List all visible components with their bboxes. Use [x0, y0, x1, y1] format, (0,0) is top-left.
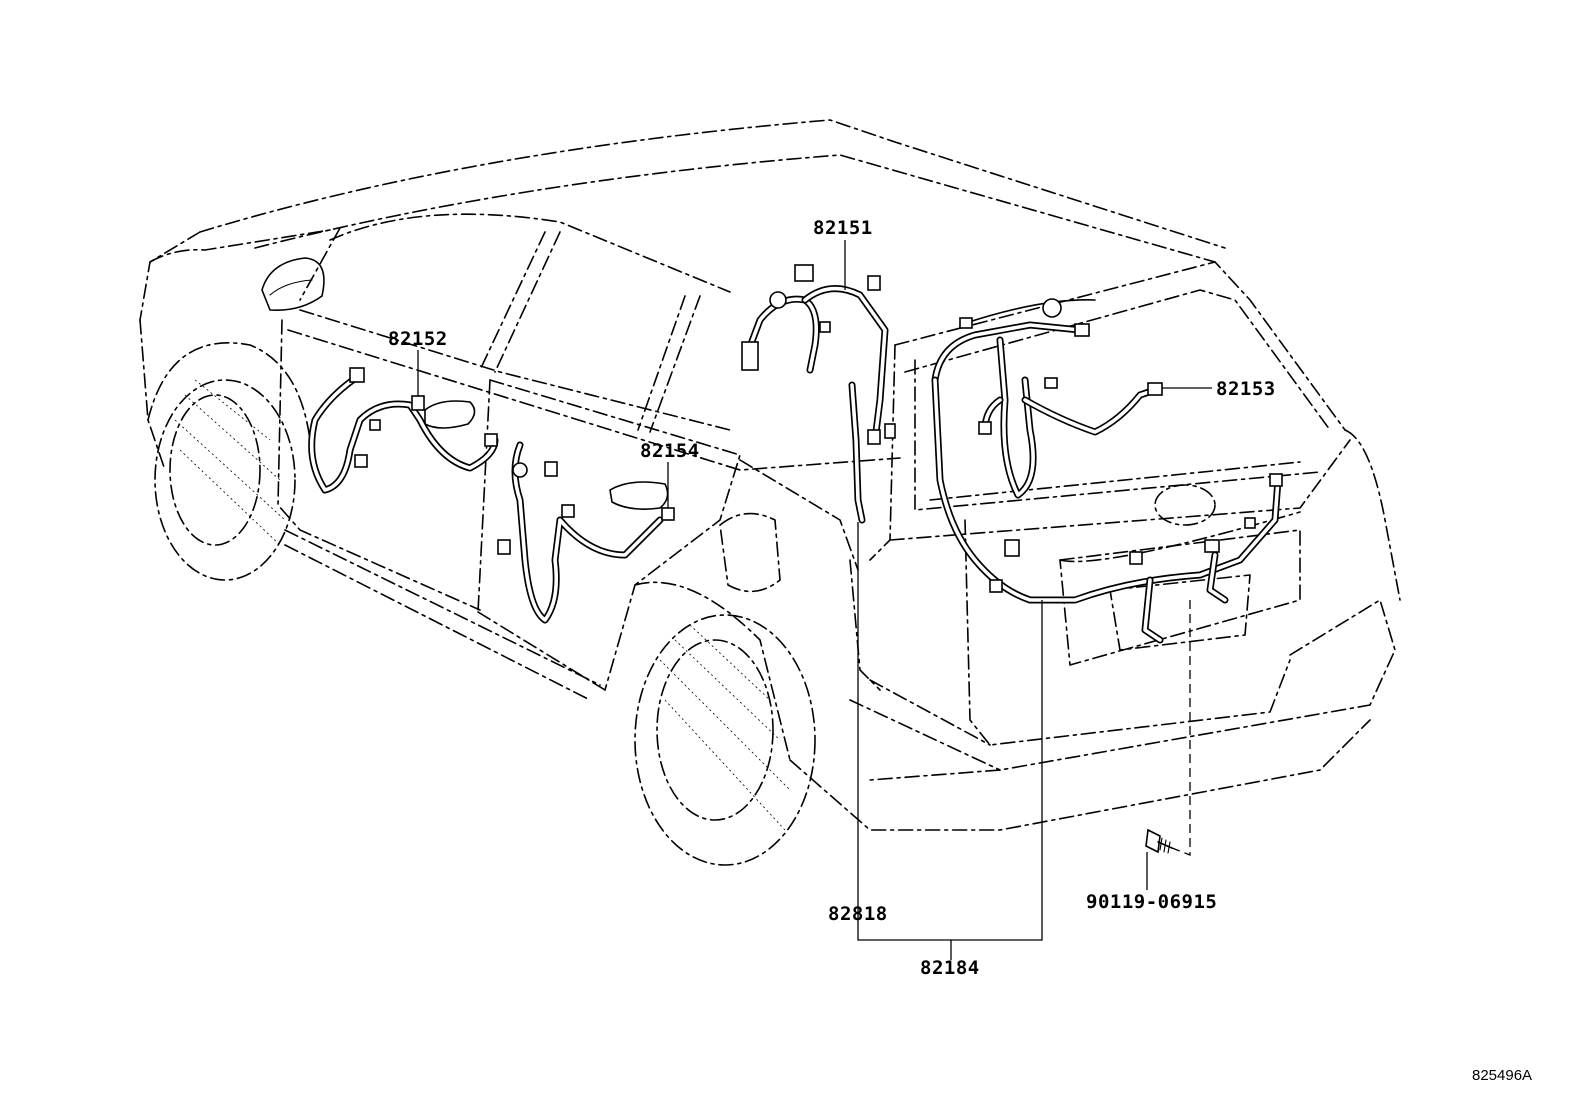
label-82154[interactable]: 82154 — [640, 440, 700, 462]
diagram-reference-code: 825496A — [1472, 1067, 1532, 1084]
harness-82818[interactable] — [848, 381, 866, 524]
label-82152[interactable]: 82152 — [388, 328, 448, 350]
label-82151[interactable]: 82151 — [813, 217, 873, 239]
part-labels: 82151 82152 82153 82154 82818 82184 9011… — [388, 217, 1532, 1084]
harness-82154[interactable] — [497, 441, 675, 624]
harness-82151[interactable] — [741, 264, 896, 445]
vehicle-outline — [139, 119, 1401, 866]
harness-82152[interactable] — [308, 367, 499, 494]
label-82818[interactable]: 82818 — [828, 903, 888, 925]
wheel-shading — [174, 379, 791, 831]
leader-lines — [417, 240, 1212, 960]
bolt-90119-06915[interactable] — [1145, 828, 1173, 854]
label-90119-06915[interactable]: 90119-06915 — [1086, 891, 1217, 913]
harness-82153[interactable] — [931, 298, 1163, 499]
harness-82184[interactable] — [931, 376, 1283, 644]
label-82184[interactable]: 82184 — [920, 957, 980, 979]
label-82153[interactable]: 82153 — [1216, 378, 1276, 400]
